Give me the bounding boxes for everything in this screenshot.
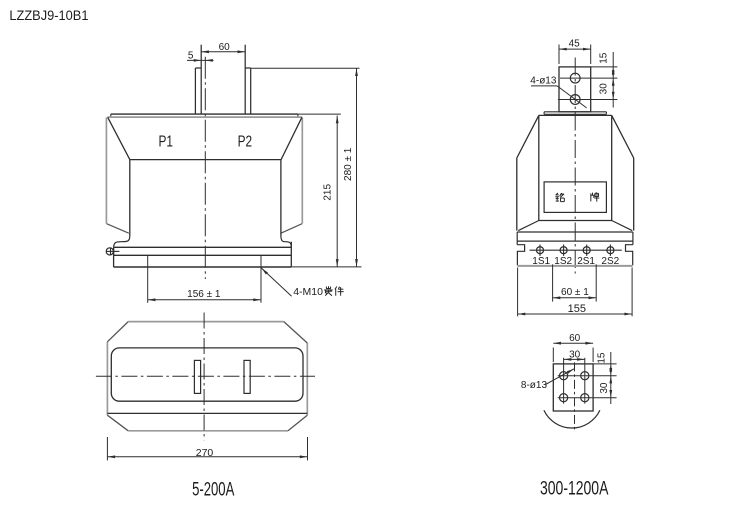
svg-text:30: 30 <box>599 382 610 394</box>
svg-text:155: 155 <box>568 303 586 315</box>
svg-text:LZZBJ9-10B1: LZZBJ9-10B1 <box>9 8 88 23</box>
svg-text:2S2: 2S2 <box>601 256 619 267</box>
svg-text:2S1: 2S1 <box>577 256 595 267</box>
svg-text:8-ø13: 8-ø13 <box>521 380 548 391</box>
svg-text:P2: P2 <box>238 132 253 150</box>
svg-text:45: 45 <box>569 38 581 49</box>
svg-text:270: 270 <box>196 447 214 459</box>
svg-text:4-ø13: 4-ø13 <box>530 76 557 87</box>
svg-text:30: 30 <box>599 83 610 95</box>
svg-text:1S2: 1S2 <box>554 256 572 267</box>
svg-text:4-M10: 4-M10 <box>293 286 323 298</box>
svg-text:P1: P1 <box>158 132 173 150</box>
svg-text:60: 60 <box>219 42 231 53</box>
svg-text:5-200A: 5-200A <box>192 479 234 500</box>
svg-text:60: 60 <box>569 333 581 344</box>
svg-text:280 ± 1: 280 ± 1 <box>343 147 354 181</box>
svg-text:5: 5 <box>188 51 194 62</box>
svg-text:15: 15 <box>599 52 610 64</box>
svg-text:15: 15 <box>596 352 607 364</box>
svg-text:215: 215 <box>322 184 333 201</box>
svg-text:300-1200A: 300-1200A <box>540 477 609 499</box>
svg-text:156 ± 1: 156 ± 1 <box>187 289 221 300</box>
svg-text:30: 30 <box>569 350 581 361</box>
svg-text:1S1: 1S1 <box>532 256 550 267</box>
svg-text:60 ± 1: 60 ± 1 <box>561 287 589 298</box>
